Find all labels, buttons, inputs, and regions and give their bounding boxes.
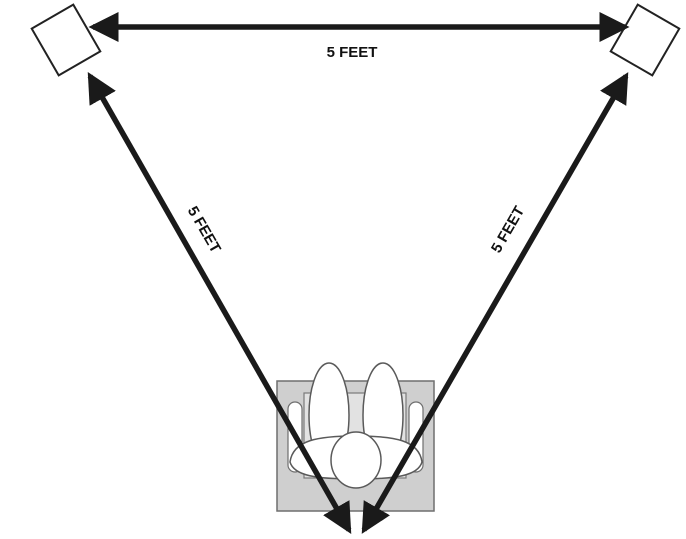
left-dimension-arrow <box>87 72 352 534</box>
listener-head <box>330 431 382 489</box>
right-speaker <box>609 3 681 77</box>
left-speaker <box>30 3 102 77</box>
top-distance-label: 5 FEET <box>327 44 378 61</box>
right-dimension-arrow <box>361 72 629 534</box>
right-distance-label: 5 FEET <box>488 203 528 256</box>
